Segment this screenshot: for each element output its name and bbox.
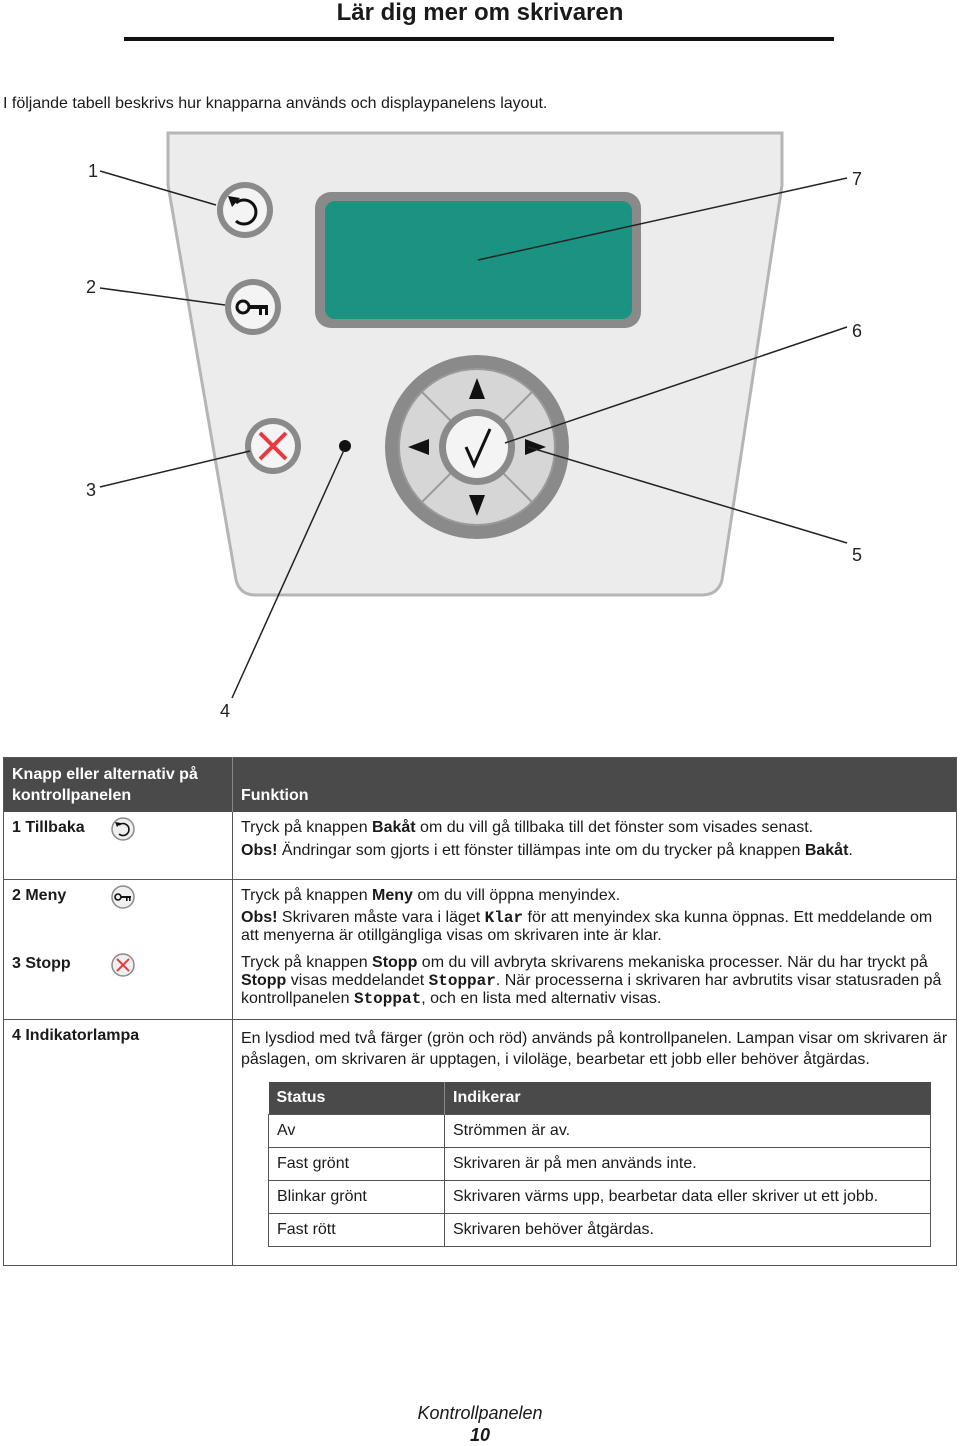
indicator-status-table: Status Indikerar Av Strömmen är av. Fast… bbox=[268, 1081, 931, 1247]
callout-5: 5 bbox=[852, 545, 862, 565]
title-rule bbox=[124, 37, 834, 41]
column-header-button: Knapp eller alternativ på kontrollpanele… bbox=[3, 757, 233, 812]
arrow-left-button[interactable] bbox=[408, 439, 429, 455]
row-function-cell: En lysdiod med två färger (grön och röd)… bbox=[233, 1019, 957, 1265]
stop-button[interactable] bbox=[245, 418, 301, 474]
select-button[interactable] bbox=[464, 428, 492, 469]
arrow-right-icon bbox=[525, 439, 546, 455]
table-row: 3 Stopp Tryck på knappen Stopp om du vil… bbox=[3, 948, 957, 1020]
checkmark-icon bbox=[464, 428, 492, 469]
arrow-up-button[interactable] bbox=[469, 378, 485, 399]
indicates-cell: Skrivaren är på men används inte. bbox=[444, 1146, 931, 1181]
row-name: 4 Indikatorlampa bbox=[12, 1026, 140, 1044]
arrow-left-icon bbox=[408, 439, 429, 455]
arrow-right-button[interactable] bbox=[525, 439, 546, 455]
page-number: 10 bbox=[469, 1425, 491, 1445]
callout-2: 2 bbox=[86, 277, 96, 297]
table-row: 2 Meny Tryck på knappen Meny om du vill … bbox=[3, 879, 957, 948]
arrow-up-icon bbox=[469, 378, 485, 399]
callout-1: 1 bbox=[88, 161, 98, 181]
menu-button[interactable] bbox=[225, 279, 281, 335]
back-button[interactable] bbox=[217, 182, 273, 238]
row-name-cell: 4 Indikatorlampa bbox=[3, 1019, 233, 1265]
status-cell: Av bbox=[268, 1113, 445, 1148]
callout-3: 3 bbox=[86, 480, 96, 500]
footer-section-name: Kontrollpanelen bbox=[417, 1403, 543, 1423]
key-icon bbox=[235, 299, 268, 315]
row-name-cell: 2 Meny bbox=[3, 879, 233, 948]
row-name-cell: 3 Stopp bbox=[3, 948, 233, 1020]
status-row: Fast rött Skrivaren behöver åtgärdas. bbox=[268, 1212, 931, 1247]
indicates-cell: Strömmen är av. bbox=[444, 1113, 931, 1148]
callout-6: 6 bbox=[852, 321, 862, 341]
arrow-down-button[interactable] bbox=[469, 495, 485, 516]
table-row: 1 Tillbaka Tryck på knappen Bakåt om du … bbox=[3, 812, 957, 880]
indicates-header: Indikerar bbox=[444, 1081, 931, 1114]
table-header-row: Knapp eller alternativ på kontrollpanele… bbox=[3, 757, 957, 812]
indicates-cell: Skrivaren värms upp, bearbetar data elle… bbox=[444, 1179, 931, 1214]
row-function-cell: Tryck på knappen Bakåt om du vill gå til… bbox=[232, 812, 957, 880]
indicates-cell: Skrivaren behöver åtgärdas. bbox=[444, 1212, 931, 1247]
stop-icon bbox=[111, 953, 135, 977]
arrow-down-icon bbox=[469, 495, 485, 516]
row-name: 1 Tillbaka bbox=[12, 819, 85, 836]
row-name: 2 Meny bbox=[12, 887, 67, 904]
status-row: Fast grönt Skrivaren är på men används i… bbox=[268, 1146, 931, 1181]
indicator-light bbox=[339, 440, 351, 452]
callout-7: 7 bbox=[852, 169, 862, 189]
row-function-cell: Tryck på knappen Meny om du vill öppna m… bbox=[241, 887, 933, 944]
status-header-row: Status Indikerar bbox=[268, 1081, 931, 1114]
status-cell: Fast rött bbox=[268, 1212, 445, 1247]
indicator-description: En lysdiod med två färger (grön och röd)… bbox=[241, 1029, 948, 1068]
column-header-function: Funktion bbox=[232, 757, 957, 812]
intro-text: I följande tabell beskrivs hur knapparna… bbox=[3, 95, 548, 112]
callout-lines bbox=[99, 170, 848, 699]
button-function-table: Knapp eller alternativ på kontrollpanele… bbox=[3, 757, 957, 1266]
status-cell: Blinkar grönt bbox=[268, 1179, 445, 1214]
navigation-pad bbox=[385, 355, 569, 539]
row-name: 3 Stopp bbox=[12, 955, 71, 972]
status-row: Av Strömmen är av. bbox=[268, 1113, 931, 1148]
stop-icon bbox=[258, 431, 288, 461]
control-panel-diagram: 1 2 3 4 5 6 7 bbox=[0, 125, 960, 735]
callout-4: 4 bbox=[220, 701, 230, 721]
page-title: Lär dig mer om skrivaren bbox=[336, 0, 624, 26]
status-cell: Fast grönt bbox=[268, 1146, 445, 1181]
status-row: Blinkar grönt Skrivaren värms upp, bearb… bbox=[268, 1179, 931, 1214]
row-name-cell: 1 Tillbaka bbox=[3, 812, 233, 880]
back-icon bbox=[111, 817, 135, 841]
back-icon bbox=[228, 196, 258, 226]
row-function-cell: Tryck på knappen Stopp om du vill avbryt… bbox=[232, 948, 957, 1020]
status-header: Status bbox=[268, 1081, 445, 1114]
table-row: 4 Indikatorlampa En lysdiod med två färg… bbox=[3, 1019, 957, 1265]
key-icon bbox=[111, 885, 135, 909]
